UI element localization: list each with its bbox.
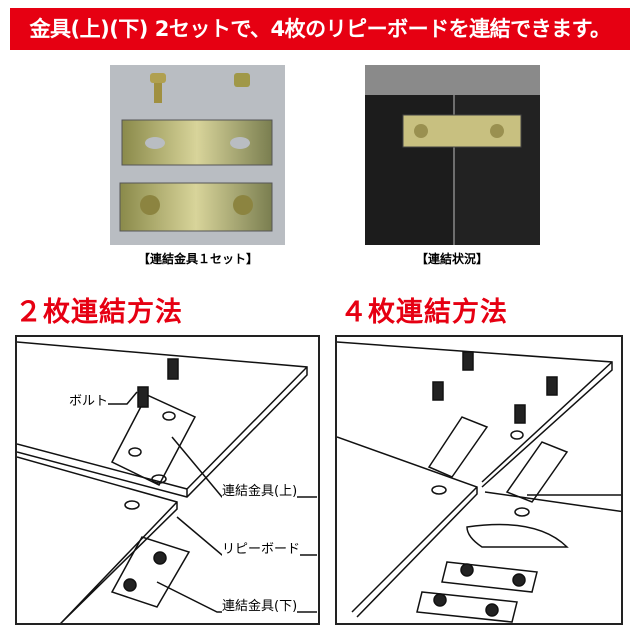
photo-connected [365,65,540,245]
four-board-title: ４枚連結方法 [340,297,508,328]
four-board-diagram [335,335,623,625]
photo-caption-connected: 【連結状況】 [415,252,488,266]
nut-icon [153,551,167,565]
photo-caption-set: 【連結金具１セット】 [137,252,258,266]
quarter-board [466,523,569,548]
photo-fittings-set [110,65,285,245]
upper-fitting [427,416,489,478]
label-lower-fitting: 連結金具(下) [222,595,298,614]
label-upper-fitting: 連結金具(上) [222,480,298,499]
bolt-icon [137,386,149,408]
lower-fitting [110,536,191,608]
fittings-image [119,73,273,232]
upper-fitting [505,441,569,503]
label-bolt: ボルト [69,390,109,409]
upper-fitting [110,394,197,486]
two-board-title: ２枚連結方法 [15,297,183,328]
four-board-drawing [337,341,621,623]
connected-image [365,65,540,245]
lower-board [17,456,178,623]
nut-icon [123,578,137,592]
upper-board [17,341,308,498]
headline-banner: 金具(上)(下) 2セットで、4枚のリピーボードを連結できます。 [10,8,630,50]
two-board-diagram: ボルト 連結金具(上) リピーボード 連結金具(下) [15,335,320,625]
bolt-icon [167,358,179,380]
label-ripi-board: リピーボード [222,538,301,557]
